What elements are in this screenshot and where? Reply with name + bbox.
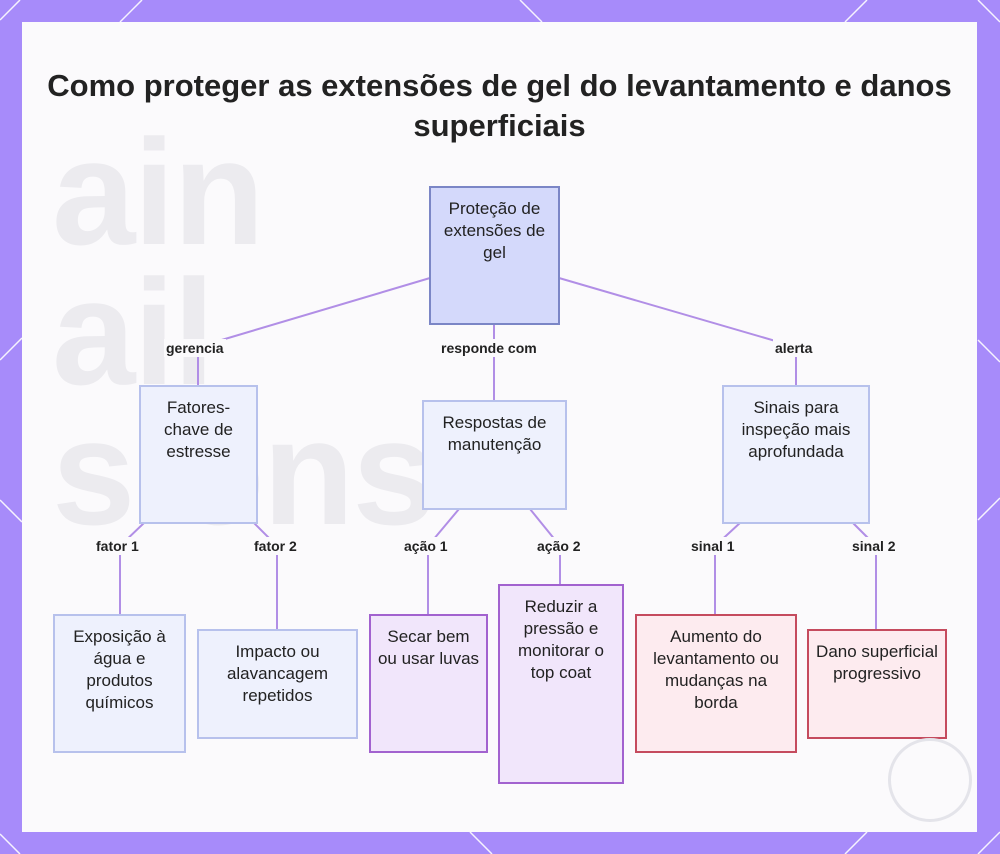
node-root-label: Proteção de extensões de gel <box>443 199 546 262</box>
edge-label-sinal-2: sinal 2 <box>850 537 898 555</box>
node-dano-label: Dano superficial progressivo <box>816 642 938 683</box>
edge-label-gerencia: gerencia <box>164 339 226 357</box>
node-root-protecao: Proteção de extensões de gel <box>429 186 560 325</box>
node-respostas-label: Respostas de manutenção <box>442 413 547 454</box>
edge-label-alerta: alerta <box>773 339 815 357</box>
node-sinais-label: Sinais para inspeção mais aprofundada <box>741 398 851 461</box>
watermark-seal <box>888 738 972 822</box>
node-dano-superficial: Dano superficial progressivo <box>807 629 947 739</box>
node-reduzir-label: Reduzir a pressão e monitorar o top coat <box>518 597 604 682</box>
node-sinais-inspecao: Sinais para inspeção mais aprofundada <box>722 385 870 524</box>
diagram-title: Como proteger as extensões de gel do lev… <box>47 68 952 143</box>
edge-label-fator-1: fator 1 <box>94 537 141 555</box>
node-respostas-manutencao: Respostas de manutenção <box>422 400 567 510</box>
node-fatores-label: Fatores-chave de estresse <box>164 398 233 461</box>
edge-label-acao-2: ação 2 <box>535 537 583 555</box>
node-exposicao-label: Exposição à água e produtos químicos <box>73 627 166 712</box>
node-reduzir-pressao: Reduzir a pressão e monitorar o top coat <box>498 584 624 784</box>
edge-label-responde-com: responde com <box>439 339 539 357</box>
node-exposicao-agua: Exposição à água e produtos químicos <box>53 614 186 753</box>
edge-label-acao-1: ação 1 <box>402 537 450 555</box>
node-impacto-label: Impacto ou alavancagem repetidos <box>226 642 329 705</box>
node-aumento-label: Aumento do levantamento ou mudanças na b… <box>653 627 779 712</box>
node-secar-luvas: Secar bem ou usar luvas <box>369 614 488 753</box>
node-aumento-levantamento: Aumento do levantamento ou mudanças na b… <box>635 614 797 753</box>
edge-label-fator-2: fator 2 <box>252 537 299 555</box>
node-secar-label: Secar bem ou usar luvas <box>377 627 480 668</box>
edge-label-sinal-1: sinal 1 <box>689 537 737 555</box>
node-fatores-estresse: Fatores-chave de estresse <box>139 385 258 524</box>
node-impacto: Impacto ou alavancagem repetidos <box>197 629 358 739</box>
